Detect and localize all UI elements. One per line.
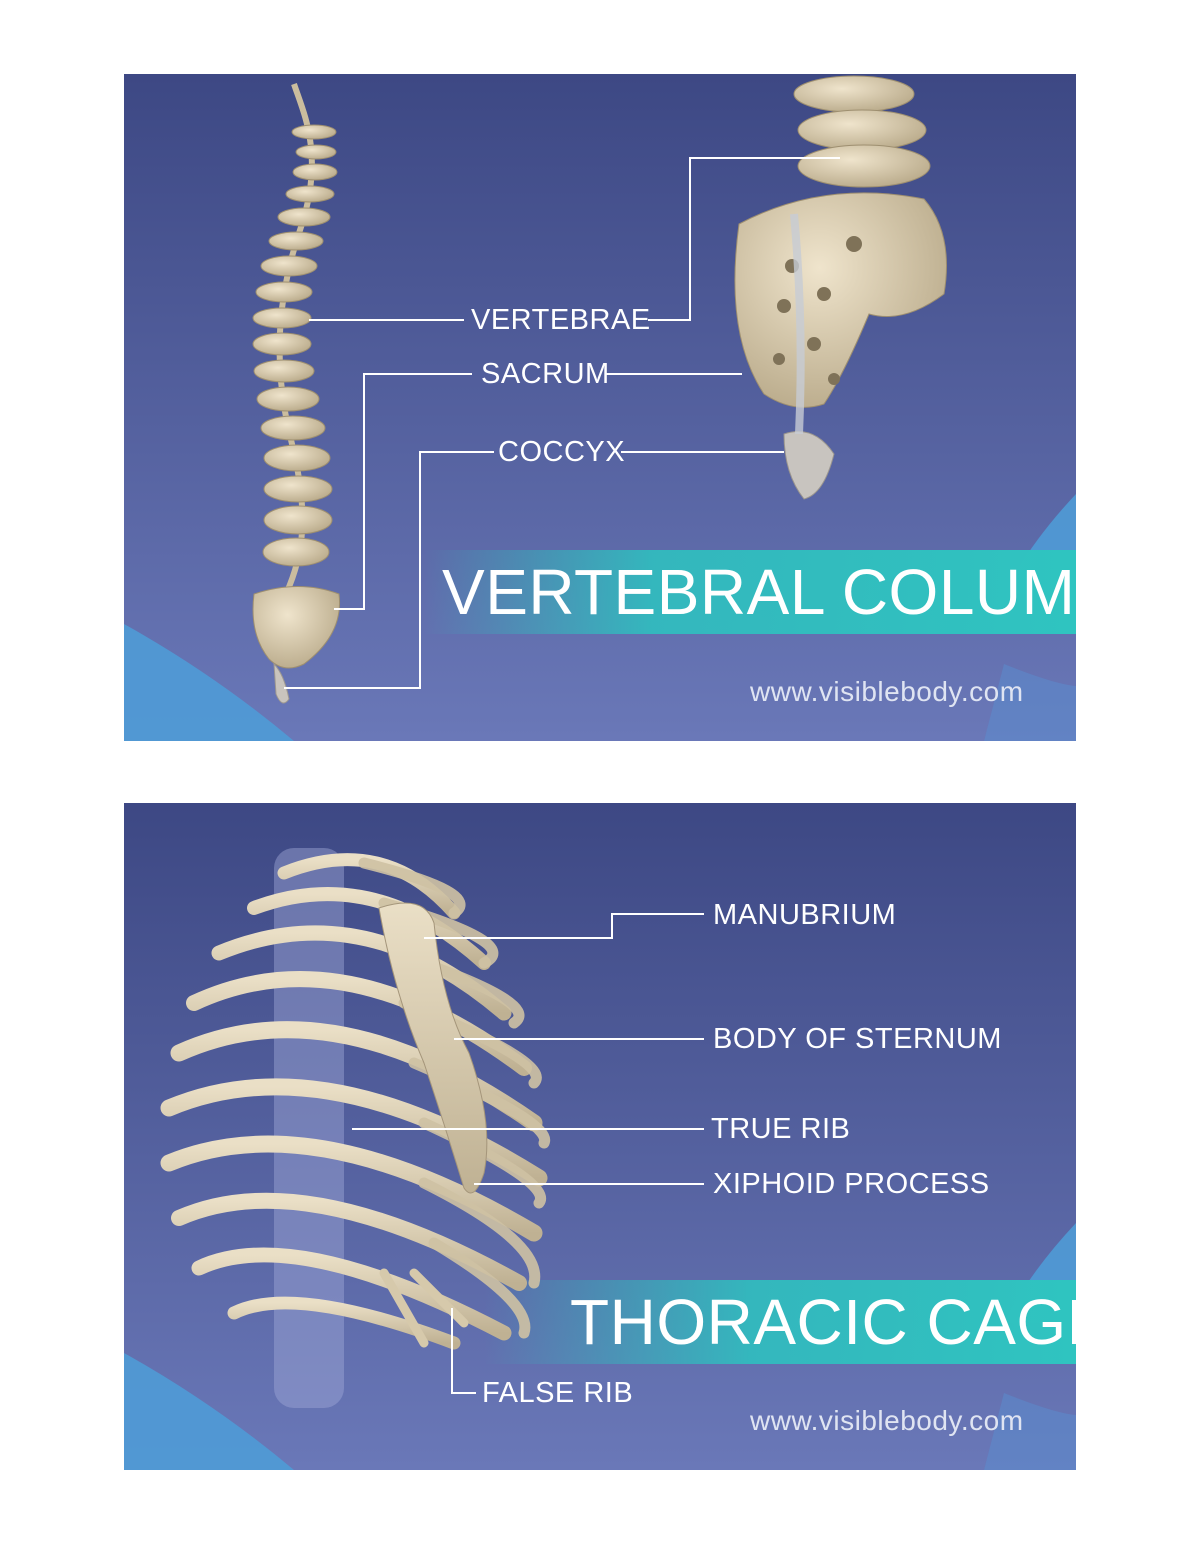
sacrum-closeup <box>734 75 947 500</box>
label-sacrum: SACRUM <box>481 358 610 390</box>
panel-title: VERTEBRAL COLUMN <box>442 556 1076 628</box>
label-true-rib: TRUE RIB <box>711 1113 851 1145</box>
label-body-of-sternum: BODY OF STERNUM <box>713 1023 1002 1055</box>
leader-lines <box>284 157 840 689</box>
label-false-rib: FALSE RIB <box>482 1377 634 1409</box>
source-url: www.visiblebody.com <box>750 676 1024 707</box>
label-vertebrae: VERTEBRAE <box>471 304 651 336</box>
vertebral-column-illustration <box>124 74 1076 741</box>
leader-lines <box>352 913 704 1394</box>
panel-title: THORACIC CAGE <box>570 1286 1076 1358</box>
label-xiphoid-process: XIPHOID PROCESS <box>713 1168 990 1200</box>
thoracic-cage-illustration <box>124 803 1076 1470</box>
vertebral-column-panel: VERTEBRAE SACRUM COCCYX VERTEBRAL COLUMN… <box>124 74 1076 741</box>
source-url: www.visiblebody.com <box>750 1405 1024 1436</box>
thoracic-cage-panel: MANUBRIUM BODY OF STERNUM TRUE RIB XIPHO… <box>124 803 1076 1470</box>
rib-cage-figure <box>160 848 551 1408</box>
title-band <box>484 1280 1076 1364</box>
spine-figure <box>252 83 341 704</box>
title-band <box>424 550 1076 634</box>
label-manubrium: MANUBRIUM <box>713 899 897 931</box>
label-coccyx: COCCYX <box>498 436 626 468</box>
